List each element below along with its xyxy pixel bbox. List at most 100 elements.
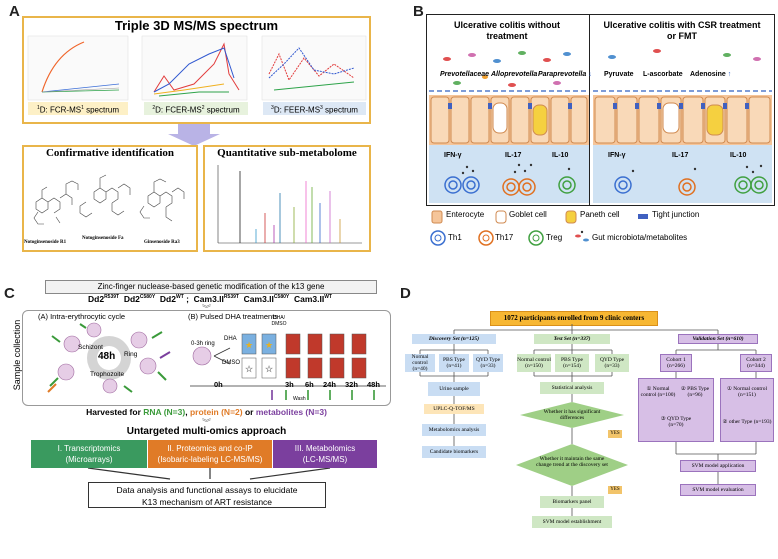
disc-uplc: UPLC-Q-TOF/MS <box>424 404 484 414</box>
panel-b-divider <box>589 14 590 206</box>
cycle-48h: 48h <box>98 351 116 362</box>
stage-trophozoite: Trophozoite <box>90 371 125 378</box>
panel-b-right-title: Ulcerative colitis with CSR treatment or… <box>603 20 761 41</box>
disc-group-pbs: PBS Type (n=41) <box>439 354 469 372</box>
test-biomarkers-panel: Biomarkers panel <box>540 496 604 508</box>
cytokine-left-il10: IL-10 <box>552 152 569 159</box>
microbes-right <box>608 49 761 61</box>
epithelium-left <box>429 95 589 145</box>
spectrum-2-plot <box>141 35 248 101</box>
legend-th1: Th1 <box>448 233 462 242</box>
quantitative-chromatogram <box>217 165 362 244</box>
time-6h: 6h <box>305 380 314 389</box>
test-diamond-1-text: Whether it has significant differences <box>543 408 601 421</box>
cohort1-qyd: ③ QYD Type (n=70) <box>660 415 692 428</box>
cohort1-normal: ① Normal control (n=100) <box>640 385 676 398</box>
cohort-1-box <box>638 378 714 442</box>
metabolite-label-1: Pyruvate <box>604 71 634 78</box>
legend-paneth: Paneth cell <box>580 210 620 219</box>
svg-text:☆: ☆ <box>265 364 273 374</box>
sample-collection-box <box>22 310 391 406</box>
panel-a-down-arrow <box>168 124 220 146</box>
metabolite-label-3: Adenosine ↑ <box>690 71 732 78</box>
sample-collection-label: Sample collection <box>12 319 22 391</box>
panel-b-label: B <box>413 3 424 20</box>
panel-c-strains: Dd2R539T Dd2C580Y Dd2WT ; Cam3.IIR539T C… <box>88 294 332 304</box>
spectrum-1-label: 1D: FCR-MS1 spectrum <box>28 102 128 115</box>
approach-label: Untargeted multi-omics approach <box>126 426 287 437</box>
cytokine-left-ifn: IFN-γ <box>444 152 462 159</box>
test-diamond-2-text: Whether it maintain the same change tren… <box>536 455 608 468</box>
microbe-label-1: Prevotellaceae <box>440 71 490 78</box>
legend-th17: Th17 <box>495 233 514 242</box>
microbes-left <box>443 51 571 87</box>
time-3h: 3h <box>285 380 294 389</box>
svg-text:★: ★ <box>245 340 253 350</box>
quantitative-title: Quantitative sub-metabolome <box>217 147 357 159</box>
stage-schizont: Schizont <box>78 344 103 351</box>
molecule-structures <box>33 174 185 225</box>
disc-group-qyd: QYD Type (n=33) <box>473 354 503 372</box>
cohort2-other: ② other Type (n=193) <box>722 418 772 425</box>
epithelium-right <box>593 95 772 145</box>
pulse-dha-dmso-label: DHA/ DMSO <box>271 315 287 327</box>
compound-2-label: Notoginsenoside Fa <box>82 236 124 241</box>
panel-b-left-title: Ulcerative colitis without treatment <box>453 20 561 41</box>
time-0h: 0h <box>214 380 223 389</box>
disc-group-normal: Normal control (n=40) <box>405 354 435 372</box>
spectrum-1-plot <box>27 35 129 101</box>
omics-box-1: I. Transcriptomics(Microarrays) <box>31 440 147 468</box>
wash-label: Wash <box>293 396 306 402</box>
panel-d-label: D <box>400 285 411 302</box>
immune-cells-right <box>614 176 768 196</box>
chevron-down-icon: ︾ <box>202 304 212 314</box>
cohort-1: Cohort 1 (n=266) <box>660 354 692 372</box>
stage-ring: Ring <box>124 351 138 358</box>
test-group-qyd: QYD Type (n=33) <box>595 354 629 372</box>
panel-d-connectors <box>419 324 757 516</box>
svg-text:★: ★ <box>265 340 273 350</box>
confirmative-box <box>22 145 198 252</box>
spectrum-3-label: 3D: FEER-MS3 spectrum <box>263 102 366 115</box>
legend-tight-junction: Tight junction <box>652 210 700 219</box>
microbe-label-2: Alloprevotella <box>491 71 538 78</box>
validation-set-header: Validation Set (n=610) <box>678 334 758 344</box>
test-svm-establishment: SVM model establishment <box>532 516 612 528</box>
immune-cells-left <box>444 176 576 196</box>
legend-treg: Treg <box>546 233 563 242</box>
pulse-dha-label: DHA <box>224 336 237 342</box>
pulse-ring-label: 0-3h ring <box>191 341 215 347</box>
pulse-title: (B) Pulsed DHA treatments <box>188 312 279 321</box>
microbe-label-3: Paraprevotella ↓ <box>538 71 592 78</box>
test-group-normal: Normal control (n=150) <box>517 354 551 372</box>
chevron-down-icon: ︾ <box>202 418 212 428</box>
compound-1-label: Notoginsenoside R1 <box>24 240 67 245</box>
omics-box-2: II. Proteomics and co-IP(Isobaric-labeli… <box>148 440 272 468</box>
legend-microbiota: Gut microbiota/metabolites <box>592 233 688 242</box>
pulse-dmso-label: DMSO <box>222 360 240 366</box>
time-48h: 48h <box>367 380 380 389</box>
harvest-line: Harvested for RNA (N=3), protein (N=2) o… <box>86 407 327 417</box>
omics-box-3: III. Metabolomics(LC-MS/MS) <box>273 440 377 468</box>
cohort-2-box <box>720 378 774 442</box>
cytokine-right-il10: IL-10 <box>730 152 747 159</box>
disc-urine-sample: Urine sample <box>428 382 480 396</box>
cohort2-normal: ① Normal control (n=151) <box>726 385 768 398</box>
time-24h: 24h <box>323 380 336 389</box>
cytokine-left-il17: IL-17 <box>505 152 522 159</box>
legend-goblet: Goblet cell <box>509 210 547 219</box>
discovery-set-header: Discovery Set (n=125) <box>412 334 496 344</box>
cytokine-right-il17: IL-17 <box>672 152 689 159</box>
spectrum-3-plot <box>261 35 367 101</box>
cytokine-right-ifn: IFN-γ <box>608 152 626 159</box>
time-32h: 32h <box>345 380 358 389</box>
final-box: Data analysis and functional assays to e… <box>88 482 326 508</box>
compound-3-label: Ginsenoside Ra3 <box>144 240 180 245</box>
confirmative-title: Confirmative identification <box>45 147 174 159</box>
test-set-header: Test Set (n=337) <box>534 334 610 344</box>
panel-b-frame <box>426 14 775 206</box>
panel-a-spectra-graphics <box>27 35 367 101</box>
panel-a-label: A <box>9 3 20 20</box>
panel-c-label: C <box>4 285 15 302</box>
metabolite-label-2: L-ascorbate <box>643 71 683 78</box>
